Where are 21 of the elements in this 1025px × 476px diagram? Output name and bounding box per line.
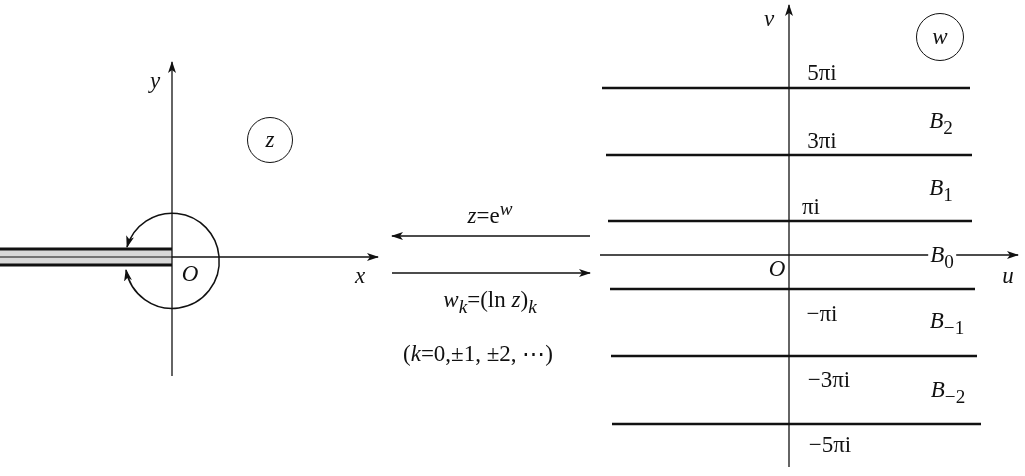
tick-label: πi: [802, 194, 820, 218]
arrow: [391, 232, 591, 240]
strip-label: B$_{2}$: [929, 109, 953, 137]
tick-label: 3πi: [807, 128, 837, 152]
tick-label: 5πi: [807, 60, 837, 84]
axis-label: x: [354, 263, 366, 287]
parameter-note: (k=0,±1, ±2, ⋯): [403, 341, 553, 365]
strip-label: B$_{−1}$: [929, 309, 965, 337]
tick-label: −πi: [806, 301, 838, 325]
strip-label: B$_{1}$: [929, 176, 953, 204]
axis-label: v: [763, 6, 775, 30]
edge-label: z=e$^{w}$: [467, 198, 513, 228]
origin-label: O: [181, 261, 199, 285]
arrow: [391, 269, 591, 277]
edge-label: w$_{k}$=(ln z)$_{k}$: [443, 288, 537, 316]
origin-label: O: [768, 256, 786, 280]
axis-label: y: [149, 68, 161, 92]
strip-label: B$_{−2}$: [930, 378, 966, 406]
axis-label: u: [1002, 263, 1014, 287]
tick-label: −3πi: [807, 367, 851, 391]
tick-label: −5πi: [808, 432, 852, 456]
